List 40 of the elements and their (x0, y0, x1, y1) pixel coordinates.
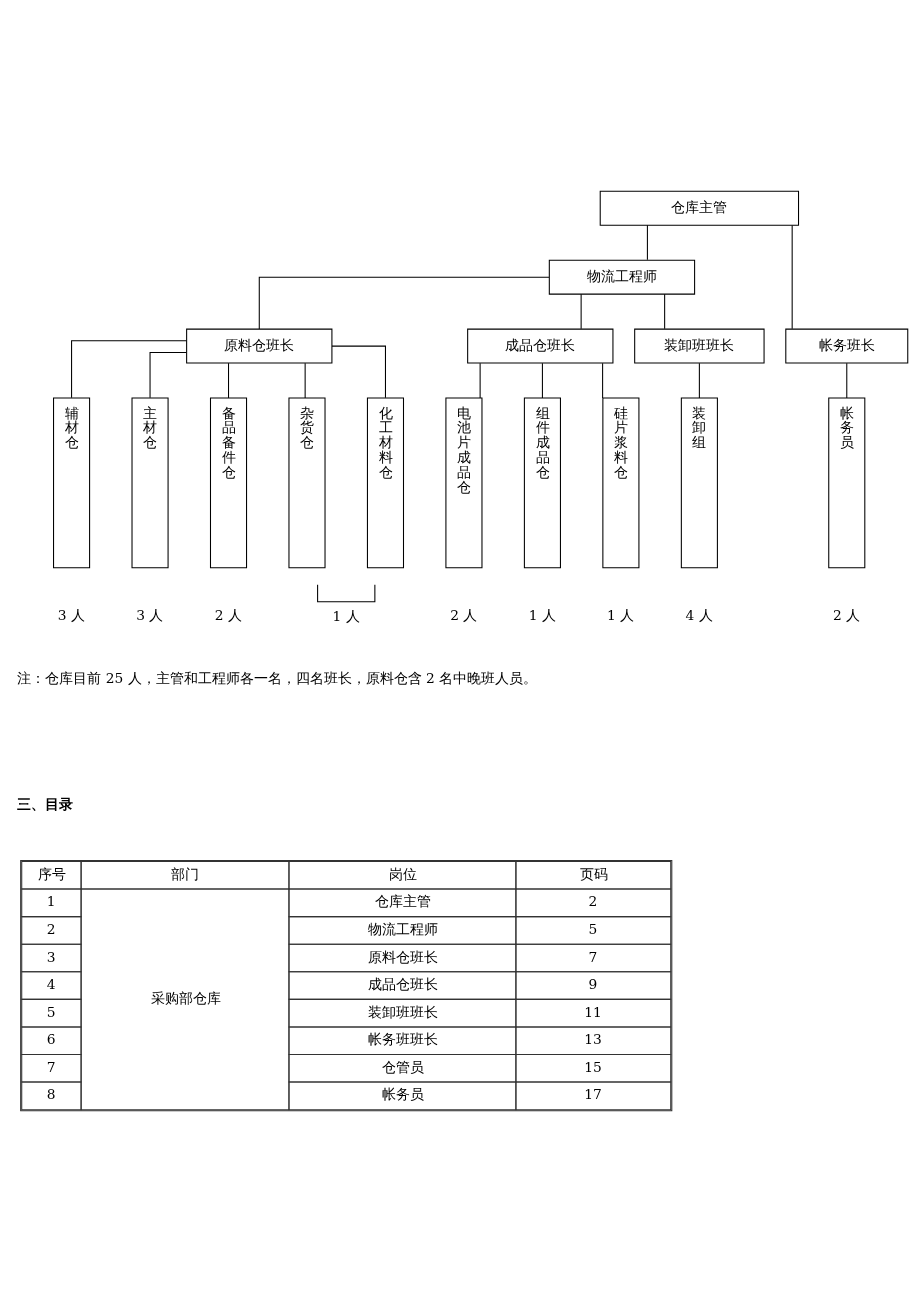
label: 5 (588, 921, 597, 938)
label: 1 人 (331, 608, 360, 625)
label: 部门 (170, 865, 199, 882)
label: 装卸班班长 (368, 1003, 438, 1020)
label: 帐务员 (381, 1086, 424, 1103)
label: 17 (583, 1086, 602, 1103)
label: 4 (46, 976, 55, 993)
label: 3 (46, 948, 55, 965)
node-label: 2 人 (832, 607, 860, 624)
node-label: 2 人 (214, 607, 242, 624)
label: 原料仓班长 (368, 948, 438, 965)
label: 序号 (37, 865, 66, 882)
label: 8 (46, 1086, 55, 1103)
node-label: 1 人 (606, 607, 634, 624)
label: 13 (583, 1031, 602, 1048)
label: 页码 (579, 865, 608, 882)
label: 注：仓库目前 25 人，主管和工程师各一名，四名班长，原料仓含 2 名中晚班人员。 (16, 669, 537, 686)
label: 三、目录 (16, 795, 73, 812)
node-label: 3 人 (57, 607, 85, 624)
label: 11 (583, 1003, 602, 1020)
label: 2 (588, 893, 597, 910)
label: 采购部仓库 (150, 989, 221, 1006)
label: 仓库主管 (374, 893, 431, 910)
node-label: 4 人 (685, 607, 713, 624)
node-label: 2 人 (449, 607, 477, 624)
label: 帐务班班长 (368, 1031, 438, 1048)
label: 物流工程师 (368, 921, 438, 938)
label: 6 (46, 1031, 55, 1048)
label: 1 (46, 893, 55, 910)
node-label: 1 人 (528, 607, 556, 624)
label: 岗位 (388, 865, 417, 882)
label: 7 (46, 1058, 55, 1075)
label: 15 (583, 1058, 602, 1075)
label: 2 (46, 921, 55, 938)
node-label: 3 人 (135, 607, 163, 624)
label: 7 (588, 948, 597, 965)
label: 成品仓班长 (368, 976, 438, 993)
label: 9 (588, 976, 597, 993)
label: 5 (46, 1003, 55, 1020)
label: 仓管员 (381, 1058, 424, 1075)
